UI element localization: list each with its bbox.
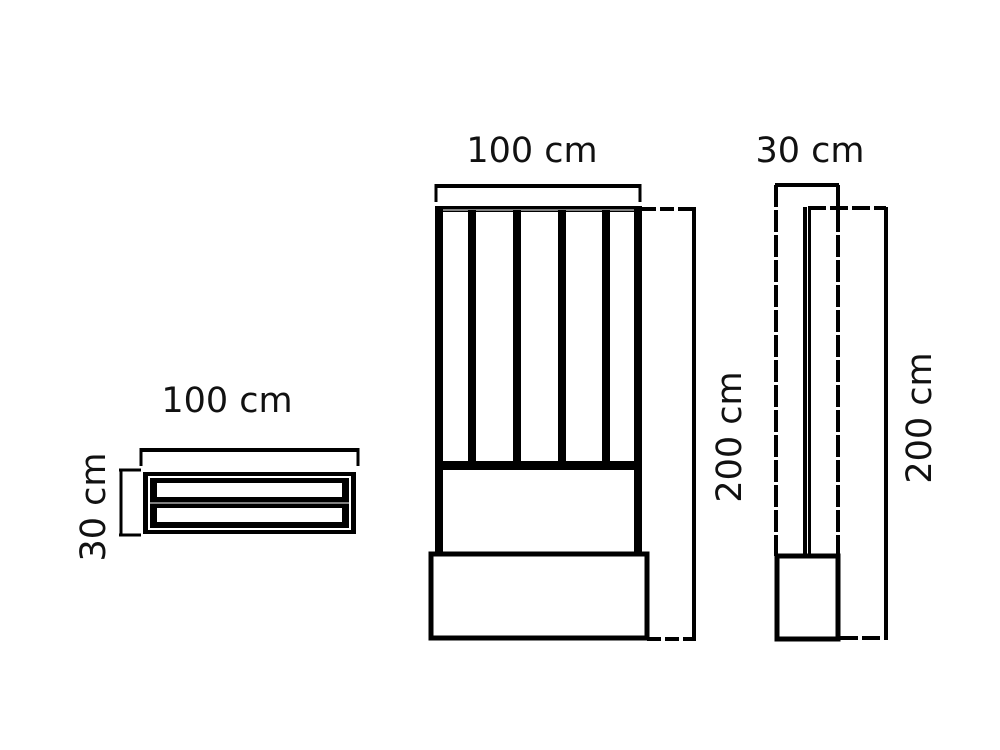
top-view: 100 cm 30 cm	[74, 381, 360, 562]
side-view-depth-dimension	[774, 183, 840, 556]
front-view-planter-box	[428, 551, 650, 641]
trellis-frame	[435, 206, 642, 556]
top-view-depth-label: 30 cm	[74, 453, 114, 562]
front-view-width-label: 100 cm	[466, 131, 597, 171]
top-view-width-dimension	[139, 448, 360, 466]
front-view: 100 cm	[428, 131, 750, 641]
front-view-height-dimension	[642, 207, 696, 641]
top-view-width-label: 100 cm	[161, 381, 292, 421]
side-view-height-dimension	[808, 206, 888, 640]
front-view-height-label: 200 cm	[710, 371, 750, 502]
top-view-planter-outline	[143, 472, 356, 534]
front-view-width-dimension	[434, 184, 642, 202]
top-view-depth-dimension	[119, 468, 141, 537]
side-view-trellis-post	[803, 207, 811, 555]
side-view-height-label: 200 cm	[900, 352, 940, 483]
trellis-bars	[468, 210, 610, 465]
side-view-planter-box	[774, 553, 841, 642]
side-view-depth-label: 30 cm	[756, 131, 865, 171]
side-view: 30 cm 200 cm	[756, 131, 940, 642]
